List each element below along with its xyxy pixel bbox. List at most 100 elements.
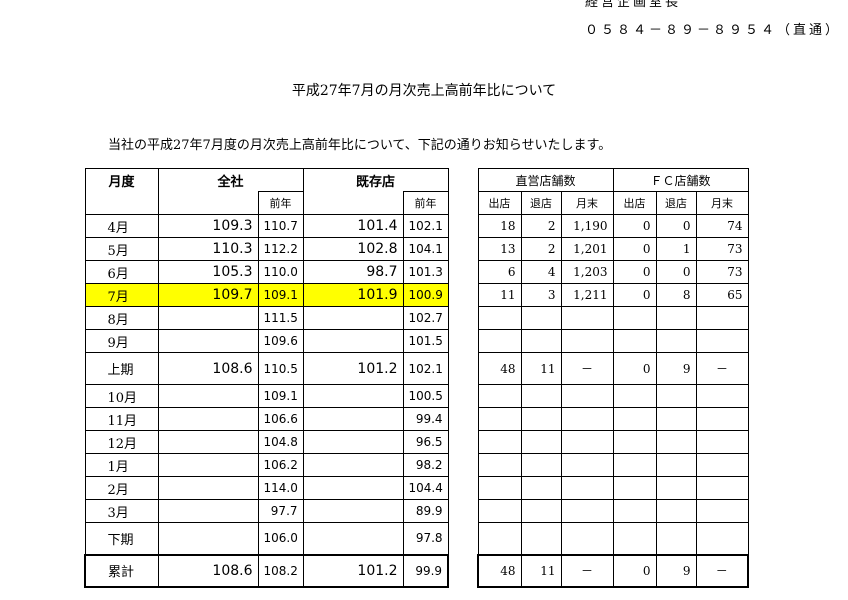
fc-month-end-count: [695, 407, 749, 431]
direct-month-end-count: 1,190: [560, 214, 614, 238]
fc-open-count: 0: [612, 283, 657, 307]
fc-close-count: 0: [655, 214, 697, 238]
direct-month-end-count: [560, 476, 614, 500]
month-label: 下期: [84, 522, 159, 555]
direct-open-count: 13: [477, 237, 522, 261]
table-row: [477, 407, 749, 431]
existing-stores-prev-year: 99.4: [402, 407, 449, 431]
header-existing-blank: [302, 191, 404, 215]
fc-close-count: [655, 407, 697, 431]
existing-stores-prev-year: 102.1: [402, 214, 449, 238]
direct-month-end-count: [560, 522, 614, 555]
existing-stores-ratio: [302, 522, 404, 555]
table-row: [477, 453, 749, 477]
fc-month-end-count: [695, 499, 749, 523]
all-stores-prev-year: 110.5: [257, 352, 304, 385]
all-stores-ratio: [157, 499, 259, 523]
header-fc-month-end: 月末: [695, 191, 749, 215]
existing-stores-prev-year: 99.9: [402, 553, 450, 588]
direct-close-count: [520, 453, 562, 477]
existing-stores-ratio: [302, 453, 404, 477]
all-stores-prev-year: 108.2: [257, 553, 304, 588]
fc-open-count: [612, 306, 657, 330]
fc-close-count: [655, 384, 697, 408]
existing-stores-ratio: [302, 430, 404, 454]
existing-stores-ratio: 102.8: [302, 237, 404, 261]
direct-month-end-count: [560, 430, 614, 454]
direct-month-end-count: [560, 453, 614, 477]
existing-stores-prev-year: 97.8: [402, 522, 449, 555]
direct-close-count: [520, 384, 562, 408]
fc-open-count: [612, 407, 657, 431]
fc-open-count: 0: [612, 260, 657, 284]
all-stores-prev-year: 106.6: [257, 407, 304, 431]
all-stores-ratio: [157, 306, 259, 330]
fc-open-count: [612, 476, 657, 500]
direct-open-count: [477, 453, 522, 477]
fc-month-end-count: 73: [695, 260, 749, 284]
direct-month-end-count: [560, 407, 614, 431]
direct-open-count: [477, 499, 522, 523]
month-label: 10月: [84, 384, 159, 408]
direct-month-end-count: －: [560, 553, 614, 588]
direct-open-count: [477, 522, 522, 555]
fc-open-count: 0: [612, 237, 657, 261]
all-stores-ratio: 108.6: [157, 352, 259, 385]
month-label: 8月: [84, 306, 159, 330]
direct-open-count: 18: [477, 214, 522, 238]
direct-month-end-count: [560, 499, 614, 523]
fc-close-count: [655, 430, 697, 454]
existing-stores-ratio: 101.2: [302, 553, 404, 588]
direct-close-count: [520, 499, 562, 523]
all-stores-ratio: 110.3: [157, 237, 259, 261]
all-stores-ratio: [157, 430, 259, 454]
fc-month-end-count: －: [695, 352, 749, 385]
table-row: [477, 430, 749, 454]
all-stores-prev-year: 112.2: [257, 237, 304, 261]
direct-open-count: [477, 306, 522, 330]
existing-stores-prev-year: 100.5: [402, 384, 449, 408]
month-label: 7月: [84, 283, 159, 307]
direct-open-count: [477, 329, 522, 353]
header-all-prev-year: 前年: [257, 191, 304, 215]
all-stores-prev-year: 106.2: [257, 453, 304, 477]
fc-open-count: 0: [612, 214, 657, 238]
all-stores-ratio: 109.7: [157, 283, 259, 307]
all-stores-ratio: [157, 476, 259, 500]
header-fc-stores: ＦＣ店舗数: [612, 168, 749, 192]
existing-stores-prev-year: 102.1: [402, 352, 449, 385]
all-stores-ratio: 109.3: [157, 214, 259, 238]
all-stores-prev-year: 109.1: [257, 384, 304, 408]
month-label: 12月: [84, 430, 159, 454]
month-label: 1月: [84, 453, 159, 477]
existing-stores-ratio: 101.4: [302, 214, 404, 238]
direct-month-end-count: 1,201: [560, 237, 614, 261]
existing-stores-prev-year: 104.4: [402, 476, 449, 500]
month-label: 上期: [84, 352, 159, 385]
direct-month-end-count: [560, 384, 614, 408]
all-stores-ratio: 108.6: [157, 553, 259, 588]
existing-stores-prev-year: 98.2: [402, 453, 449, 477]
existing-stores-ratio: [302, 407, 404, 431]
fc-close-count: 8: [655, 283, 697, 307]
existing-stores-ratio: [302, 476, 404, 500]
existing-stores-ratio: [302, 384, 404, 408]
header-direct-open: 出店: [477, 191, 522, 215]
fc-month-end-count: [695, 453, 749, 477]
table-row: 10月 109.1 100.5: [84, 384, 449, 408]
table-row: 1月 106.2 98.2: [84, 453, 449, 477]
direct-close-count: 2: [520, 237, 562, 261]
all-stores-ratio: [157, 407, 259, 431]
header-direct-stores: 直営店舗数: [477, 168, 614, 192]
direct-open-count: 6: [477, 260, 522, 284]
month-label: 2月: [84, 476, 159, 500]
